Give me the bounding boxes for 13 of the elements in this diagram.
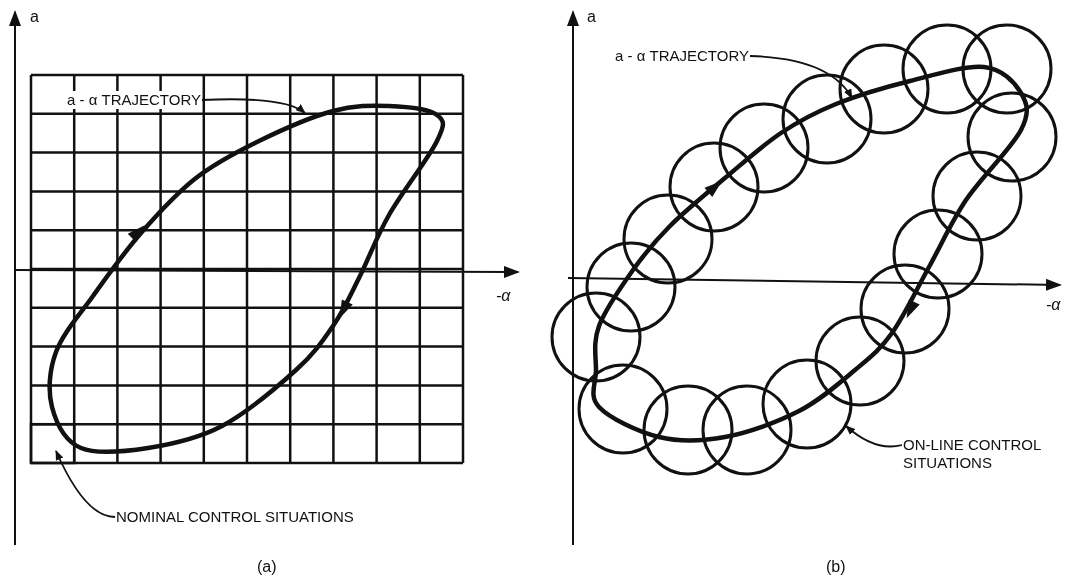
axis-label: -α [496, 287, 511, 305]
trajectory-curve [47, 103, 446, 455]
axis-label: -α [1046, 296, 1061, 314]
panel-label: (a) [257, 558, 277, 576]
leader-line [749, 55, 853, 99]
leader-line [55, 450, 116, 518]
circle-outline [761, 358, 853, 450]
axis-label: a [30, 8, 39, 26]
grid-cell [29, 422, 76, 465]
panel-label: (b) [826, 558, 846, 576]
axis-label: a [587, 8, 596, 26]
leader-line [845, 425, 903, 448]
callout-label: a - α TRAJECTORY [66, 91, 202, 109]
